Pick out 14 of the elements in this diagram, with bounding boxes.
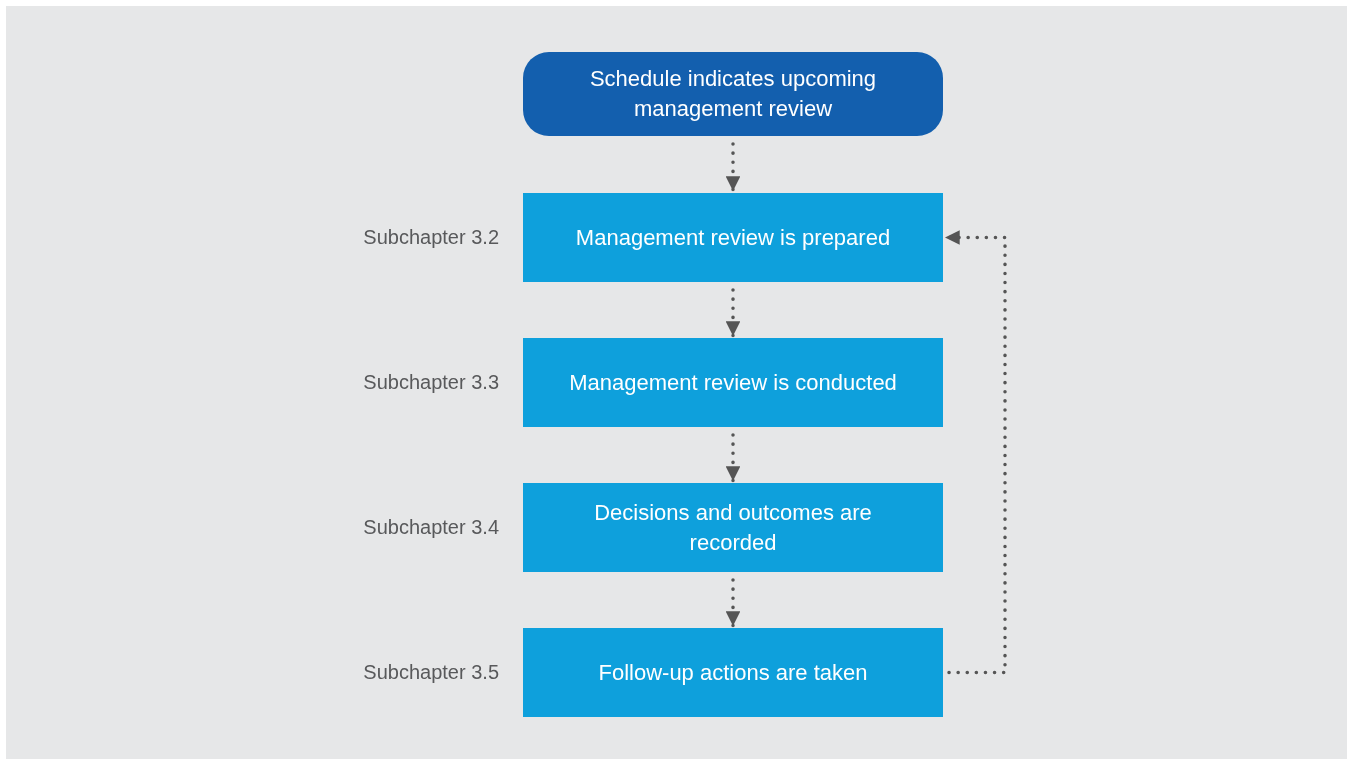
subchapter-label: Subchapter 3.4: [363, 515, 499, 539]
process-box: Decisions and outcomes are recorded: [523, 483, 943, 572]
subchapter-label: Subchapter 3.2: [363, 225, 499, 249]
process-box: Management review is conducted: [523, 338, 943, 427]
subchapter-label: Subchapter 3.5: [363, 660, 499, 684]
dotted-arrow: [725, 578, 741, 628]
process-box: Follow-up actions are taken: [523, 628, 943, 717]
dotted-arrow: [725, 142, 741, 193]
dotted-arrow: [725, 433, 741, 483]
subchapter-label: Subchapter 3.3: [363, 370, 499, 394]
dotted-arrow: [725, 288, 741, 338]
dotted-arrow: [943, 230, 1007, 675]
process-box: Management review is prepared: [523, 193, 943, 282]
start-terminal: Schedule indicates upcoming management review: [523, 52, 943, 136]
